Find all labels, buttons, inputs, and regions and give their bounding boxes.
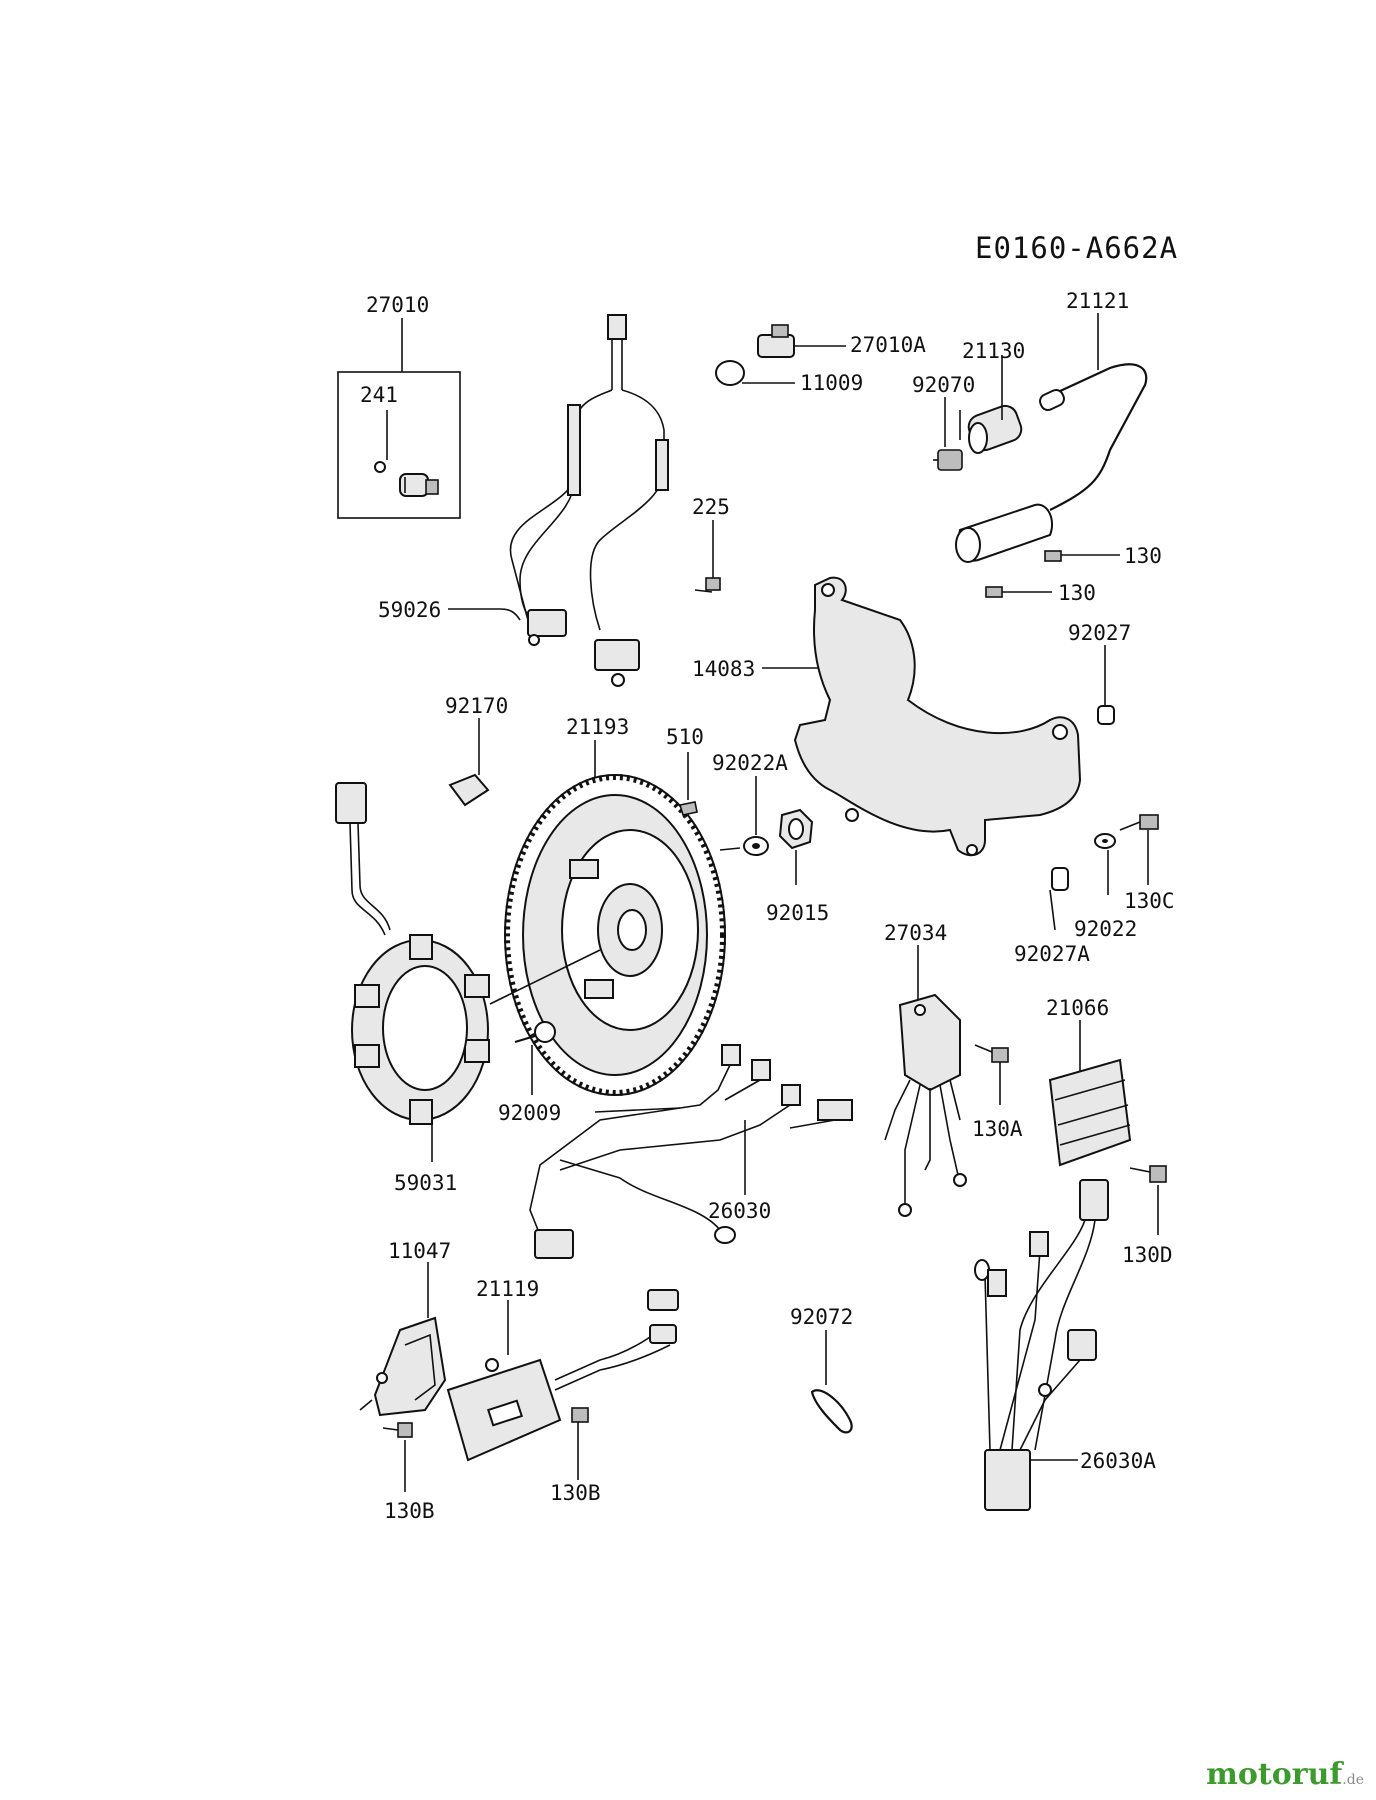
group-27010 xyxy=(337,318,461,519)
label-92070[interactable]: 92070 xyxy=(912,373,975,397)
label-225[interactable]: 225 xyxy=(692,495,730,519)
label-130-upper[interactable]: 130 xyxy=(1124,544,1162,568)
switch-241-drawing xyxy=(374,410,439,497)
label-130B-right[interactable]: 130B xyxy=(550,1481,601,1505)
label-130C[interactable]: 130C xyxy=(1124,889,1175,913)
bolt-130C-washer-92022-drawing xyxy=(1049,814,1159,931)
label-26030A[interactable]: 26030A xyxy=(1080,1449,1156,1473)
label-92170[interactable]: 92170 xyxy=(445,694,508,718)
stator-body xyxy=(351,934,490,1125)
label-130A[interactable]: 130A xyxy=(972,1117,1023,1141)
label-27010A[interactable]: 27010A xyxy=(850,333,926,357)
bolts-130B-drawing xyxy=(382,1422,413,1492)
label-21121[interactable]: 21121 xyxy=(1066,289,1129,313)
clamp-92170-drawing xyxy=(448,718,490,807)
washer-92022A-nut-92015-drawing xyxy=(719,776,814,885)
harness-26030-drawing xyxy=(529,1044,853,1259)
watermark-tld: .de xyxy=(1342,1772,1364,1788)
cdi-21119-drawing xyxy=(446,1289,679,1480)
label-21066[interactable]: 21066 xyxy=(1046,996,1109,1020)
screw-225-drawing xyxy=(694,520,721,593)
stator-59031-drawing xyxy=(335,782,490,1162)
key-510-drawing xyxy=(678,752,698,816)
label-130B-left[interactable]: 130B xyxy=(384,1499,435,1523)
label-92072[interactable]: 92072 xyxy=(790,1305,853,1329)
label-510[interactable]: 510 xyxy=(666,725,704,749)
label-92027[interactable]: 92027 xyxy=(1068,621,1131,645)
band-92072-drawing xyxy=(810,1330,853,1434)
bracket-11047-drawing xyxy=(359,1262,447,1417)
label-92009[interactable]: 92009 xyxy=(498,1101,561,1125)
label-130D[interactable]: 130D xyxy=(1122,1243,1173,1267)
watermark-logo: motoruf.de xyxy=(1206,1757,1364,1792)
cover-14083-drawing xyxy=(762,576,1082,857)
label-26030[interactable]: 26030 xyxy=(708,1199,771,1223)
label-27034[interactable]: 27034 xyxy=(884,921,947,945)
watermark-name: motoruf xyxy=(1206,1757,1343,1792)
label-59031[interactable]: 59031 xyxy=(394,1171,457,1195)
label-21193[interactable]: 21193 xyxy=(566,715,629,739)
label-92022[interactable]: 92022 xyxy=(1074,917,1137,941)
collar-92027-drawing xyxy=(1097,645,1115,725)
ignition-coil-21121-drawing xyxy=(933,313,1148,598)
label-241[interactable]: 241 xyxy=(360,383,398,407)
label-27010[interactable]: 27010 xyxy=(366,293,429,317)
module-27034-drawing xyxy=(884,945,1009,1217)
label-92015[interactable]: 92015 xyxy=(766,901,829,925)
flywheel-21193-drawing xyxy=(489,740,726,1096)
label-21119[interactable]: 21119 xyxy=(476,1277,539,1301)
regulator-21066-drawing xyxy=(1048,1020,1167,1235)
label-130-lower[interactable]: 130 xyxy=(1058,581,1096,605)
label-14083[interactable]: 14083 xyxy=(692,657,755,681)
label-92022A[interactable]: 92022A xyxy=(712,751,788,775)
coil-harness-59026-drawing xyxy=(448,314,669,687)
label-59026[interactable]: 59026 xyxy=(378,598,441,622)
harness-26030A-drawing xyxy=(974,1179,1109,1511)
label-11047[interactable]: 11047 xyxy=(388,1239,451,1263)
label-92027A[interactable]: 92027A xyxy=(1014,942,1090,966)
label-21130[interactable]: 21130 xyxy=(962,339,1025,363)
diagram-code: E0160-A662A xyxy=(975,231,1178,265)
bolt-92009-drawing xyxy=(514,1021,556,1095)
oil-switch-27010A-drawing xyxy=(715,324,846,386)
label-11009[interactable]: 11009 xyxy=(800,371,863,395)
